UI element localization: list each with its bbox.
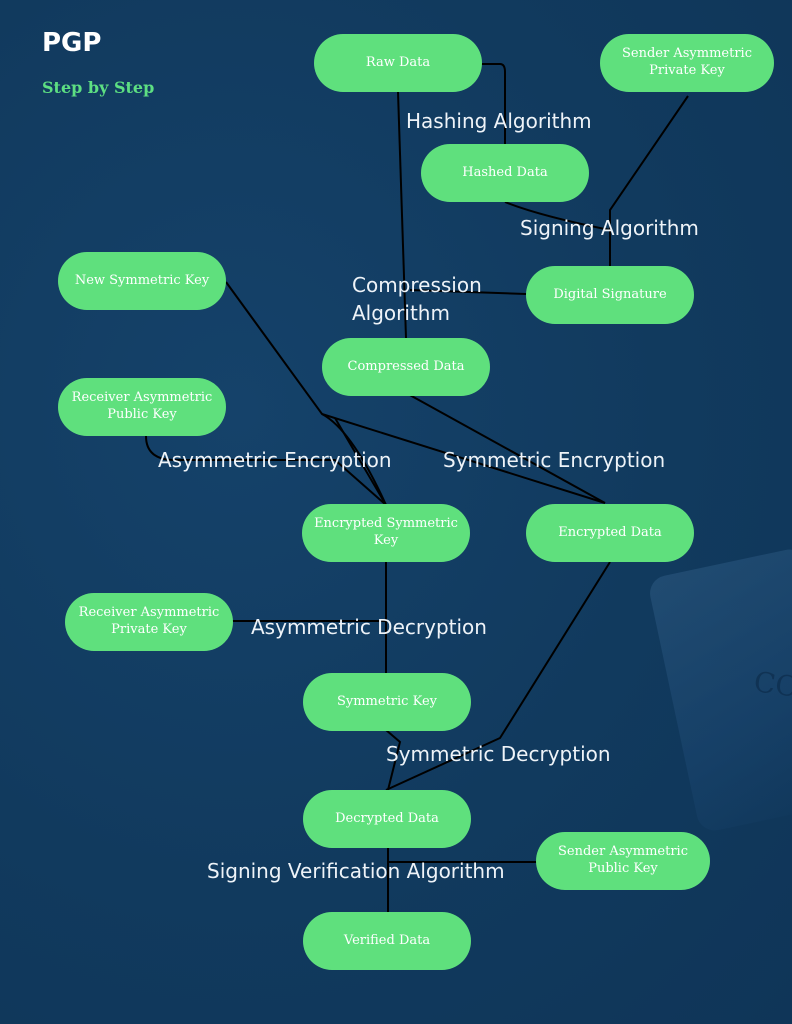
node-sender-asymmetric-private-key: Sender Asymmetric Private Key xyxy=(600,34,774,92)
node-receiver-asymmetric-private-key: Receiver Asymmetric Private Key xyxy=(65,593,233,651)
edge-pubkey-to-enckey xyxy=(145,417,387,506)
node-raw-data: Raw Data xyxy=(314,34,482,92)
node-digital-signature: Digital Signature xyxy=(526,266,694,324)
node-sender-asymmetric-public-key: Sender Asymmetric Public Key xyxy=(536,832,710,890)
label-signing-algorithm: Signing Algorithm xyxy=(520,216,699,240)
node-receiver-asymmetric-public-key: Receiver Asymmetric Public Key xyxy=(58,378,226,436)
edge-raw-to-hashed xyxy=(480,63,506,146)
label-symmetric-encryption: Symmetric Encryption xyxy=(443,448,666,472)
node-hashed-data: Hashed Data xyxy=(421,144,589,202)
edge-newkey-to-encdata xyxy=(321,413,606,504)
label-compression-algorithm-line1: Compression xyxy=(352,273,482,297)
label-hashing-algorithm: Hashing Algorithm xyxy=(406,109,592,133)
node-symmetric-key: Symmetric Key xyxy=(303,673,471,731)
label-symmetric-decryption: Symmetric Decryption xyxy=(386,742,611,766)
edge-hashed-to-signature xyxy=(504,201,611,231)
edge-signature-to-compressed xyxy=(409,289,527,295)
node-new-symmetric-key: New Symmetric Key xyxy=(58,252,226,310)
edge-privkey-to-signature xyxy=(609,95,689,266)
edge-symkey-to-decrypted xyxy=(385,729,402,791)
node-decrypted-data: Decrypted Data xyxy=(303,790,471,848)
node-verified-data: Verified Data xyxy=(303,912,471,970)
page-title: PGP xyxy=(42,28,102,58)
label-compression-algorithm-line2: Algorithm xyxy=(352,301,450,325)
label-asymmetric-decryption: Asymmetric Decryption xyxy=(251,615,487,639)
node-encrypted-symmetric-key: Encrypted Symmetric Key xyxy=(302,504,470,562)
edge-raw-to-compressed xyxy=(397,91,407,339)
node-compressed-data: Compressed Data xyxy=(322,338,490,396)
node-encrypted-data: Encrypted Data xyxy=(526,504,694,562)
label-asymmetric-encryption: Asymmetric Encryption xyxy=(158,448,392,472)
edge-compressed-to-encdata xyxy=(407,393,606,504)
page-subtitle: Step by Step xyxy=(42,78,155,97)
label-signing-verification-algorithm: Signing Verification Algorithm xyxy=(207,859,505,883)
edge-encdata-to-decrypted xyxy=(385,561,611,791)
